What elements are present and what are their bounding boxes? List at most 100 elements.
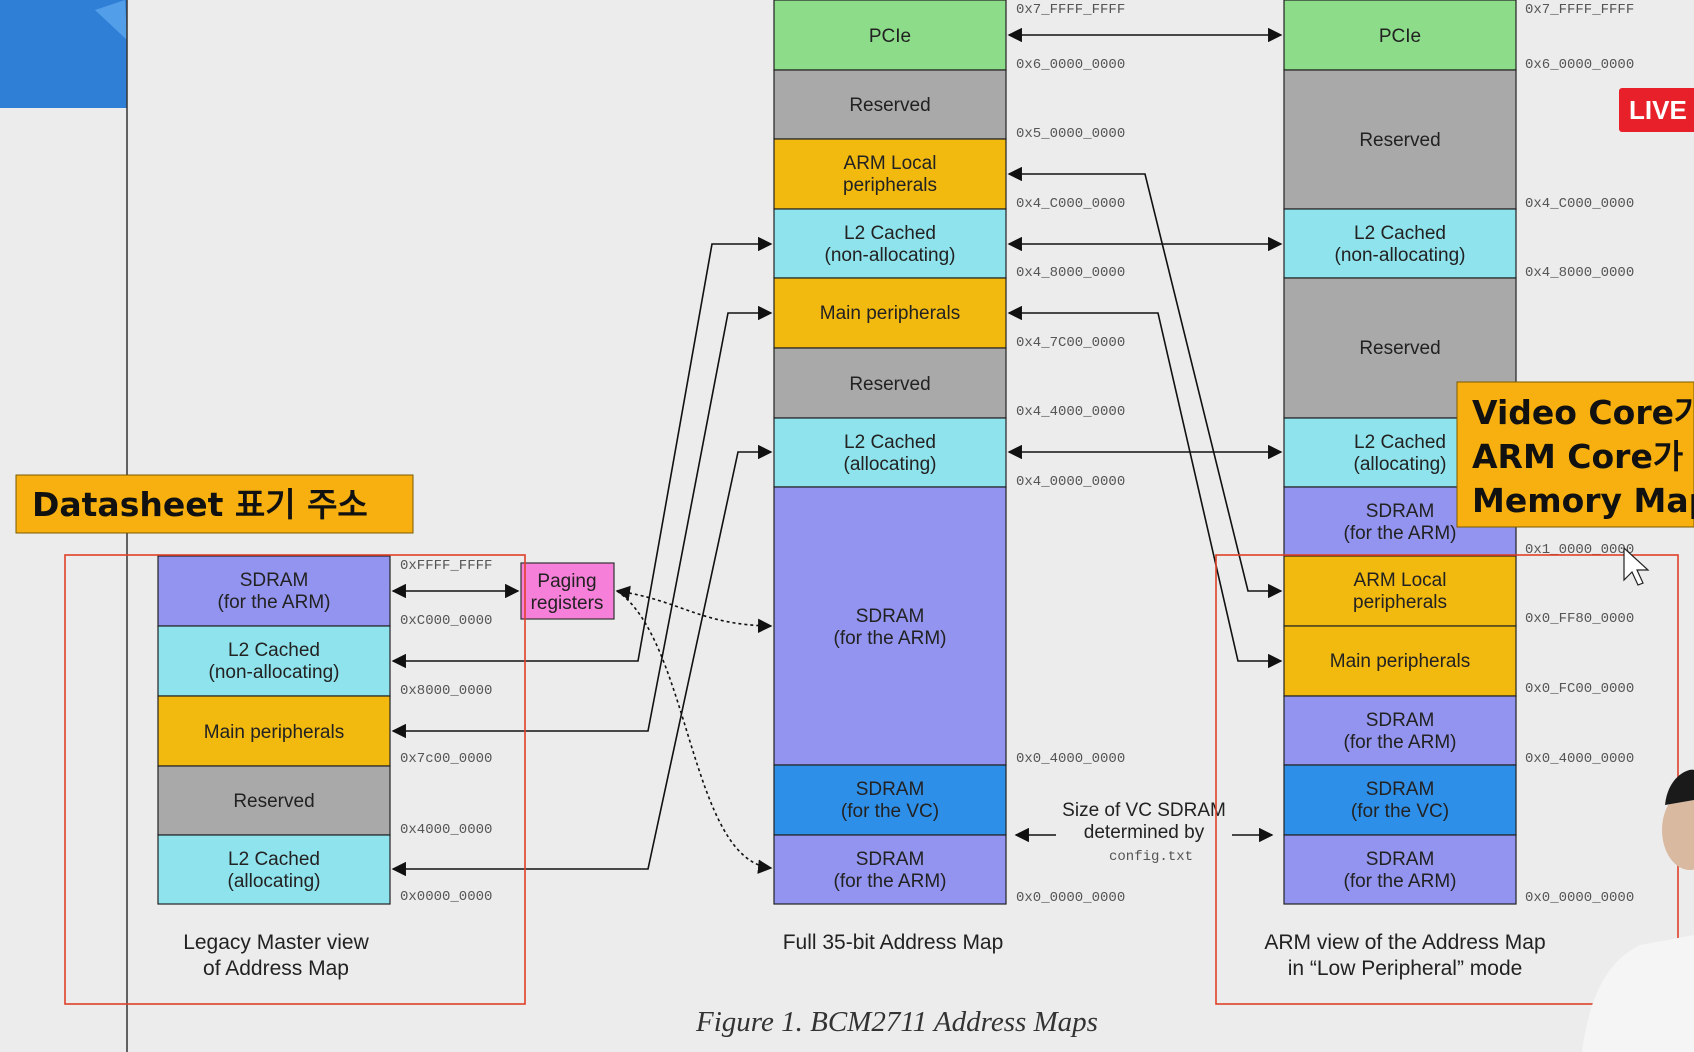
window-fragment-highlight [95,0,127,40]
live-badge: LIVE [1619,88,1694,132]
mouse-cursor-icon [1623,546,1650,586]
legacy-block-rect [157,695,391,767]
legacy-address: 0x0000_0000 [400,889,492,905]
legacy-block-label-1: L2 Cached [228,640,320,661]
arm-address: 0x4_C000_0000 [1525,196,1634,212]
presenter-head [1662,790,1694,870]
video-core-annotation: Video Core가 ARM Core가 Memory Map [1456,381,1694,528]
arm-block-label-1: L2 Cached [1354,432,1446,453]
legacy-address: 0x8000_0000 [400,683,492,699]
legacy-block-l2-nonalloc: L2 Cached (non-allocating) [157,625,391,697]
full-map: PCIe Reserved ARM Local peripherals L2 C… [773,0,1125,954]
live-badge-text: LIVE [1629,95,1687,125]
arm-address: 0x6_0000_0000 [1525,57,1634,73]
arm-caption-line-2: in “Low Peripheral” mode [1288,957,1523,980]
annotation-line-2: ARM Core가 [1472,437,1683,476]
full-block-label-1: Main peripherals [820,303,960,324]
legacy-block-label-1: SDRAM [240,570,309,591]
legacy-address: 0xC000_0000 [400,613,492,629]
arm-block-label-1: ARM Local [1354,570,1447,591]
arrow-paging-to-sdram [615,585,773,634]
full-block-label-2: (non-allocating) [825,245,956,266]
arm-caption-line-1: ARM view of the Address Map [1264,931,1545,954]
legacy-map: SDRAM (for the ARM) L2 Cached (non-alloc… [157,555,492,980]
full-address: 0x6_0000_0000 [1016,57,1125,73]
legacy-caption-line-2: of Address Map [203,957,349,980]
arm-block-sdram-arm-mid: SDRAM (for the ARM) [1283,695,1517,766]
full-block-l2-alloc: L2 Cached (allocating) [773,417,1007,488]
live-badge-rect [1619,88,1694,132]
full-block-rect [773,417,1007,488]
legacy-block-label-2: (for the ARM) [218,592,331,613]
full-block-label-2: peripherals [843,175,937,196]
arm-block-l2-nonalloc: L2 Cached (non-allocating) [1283,208,1517,279]
full-block-label-2: (for the VC) [841,801,939,822]
legacy-block-label-1: Main peripherals [204,722,344,743]
full-block-rect [773,834,1007,905]
arm-block-pcie: PCIe [1283,0,1517,71]
arm-address: 0x0_0000_0000 [1525,890,1634,906]
full-block-label-2: (allocating) [844,454,937,475]
arm-block-rect [1283,0,1517,71]
arm-block-reserved-top: Reserved [1283,69,1517,210]
vc-note-line-1: Size of VC SDRAM [1062,800,1226,821]
paging-registers-box: Paging registers [520,562,615,620]
legacy-block-label-2: (non-allocating) [209,662,340,683]
arrow-main-periph [391,305,773,739]
legacy-address: 0x7c00_0000 [400,751,492,767]
full-block-label-1: PCIe [869,26,911,47]
full-block-rect [773,764,1007,836]
full-block-reserved-2: Reserved [773,347,1007,419]
arm-block-label-2: (for the ARM) [1344,732,1457,753]
full-block-rect [773,486,1007,766]
legacy-highlight-frame [64,554,526,1005]
paging-registers-label-1: Paging [537,571,596,592]
arm-block-label-1: Reserved [1359,338,1440,359]
legacy-caption-line-1: Legacy Master view [183,931,369,954]
arm-address: 0x0_FF80_0000 [1525,611,1634,627]
datasheet-annotation-box [15,474,414,534]
arm-block-sdram-arm-low: SDRAM (for the ARM) [1283,834,1517,905]
arm-block-label-1: SDRAM [1366,501,1435,522]
arrow-arm-local-right [1007,166,1283,599]
full-address: 0x7_FFFF_FFFF [1016,2,1125,18]
full-block-rect [773,208,1007,279]
legacy-address: 0xFFFF_FFFF [400,558,492,574]
annotation-line-3: Memory Map [1472,481,1694,520]
arm-block-rect [1283,69,1517,210]
full-address: 0x4_8000_0000 [1016,265,1125,281]
legacy-block-l2-alloc: L2 Cached (allocating) [157,834,391,905]
video-core-annotation-box [1456,381,1694,528]
full-address: 0x0_0000_0000 [1016,890,1125,906]
arm-block-label-1: PCIe [1379,26,1421,47]
full-block-rect [773,277,1007,349]
full-block-l2-nonalloc: L2 Cached (non-allocating) [773,208,1007,279]
arm-block-label-2: peripherals [1353,592,1447,613]
full-block-rect [773,69,1007,140]
full-block-label-1: Reserved [849,95,930,116]
full-address: 0x0_4000_0000 [1016,751,1125,767]
arm-block-label-1: Main peripherals [1330,651,1470,672]
full-block-arm-local: ARM Local peripherals [773,138,1007,210]
arm-block-rect [1283,834,1517,905]
legacy-block-rect [157,555,391,627]
arm-block-label-1: Reserved [1359,130,1440,151]
full-address: 0x4_0000_0000 [1016,474,1125,490]
arm-block-label-1: SDRAM [1366,779,1435,800]
full-address: 0x5_0000_0000 [1016,126,1125,142]
full-block-label-2: (for the ARM) [834,628,947,649]
full-block-label-1: SDRAM [856,849,925,870]
arrow-l2-alloc [391,444,773,877]
full-block-label-2: (for the ARM) [834,871,947,892]
datasheet-annotation-text: Datasheet 표기 주소 [32,485,368,524]
arm-address: 0x0_FC00_0000 [1525,681,1634,697]
legacy-address: 0x4000_0000 [400,822,492,838]
full-block-label-1: SDRAM [856,606,925,627]
full-block-reserved: Reserved [773,69,1007,140]
arm-block-label-1: SDRAM [1366,710,1435,731]
arm-address: 0x7_FFFF_FFFF [1525,2,1634,18]
full-block-sdram-arm-low: SDRAM (for the ARM) [773,834,1007,905]
arm-address: 0x0_4000_0000 [1525,751,1634,767]
annotation-line-1: Video Core가 [1472,393,1694,432]
